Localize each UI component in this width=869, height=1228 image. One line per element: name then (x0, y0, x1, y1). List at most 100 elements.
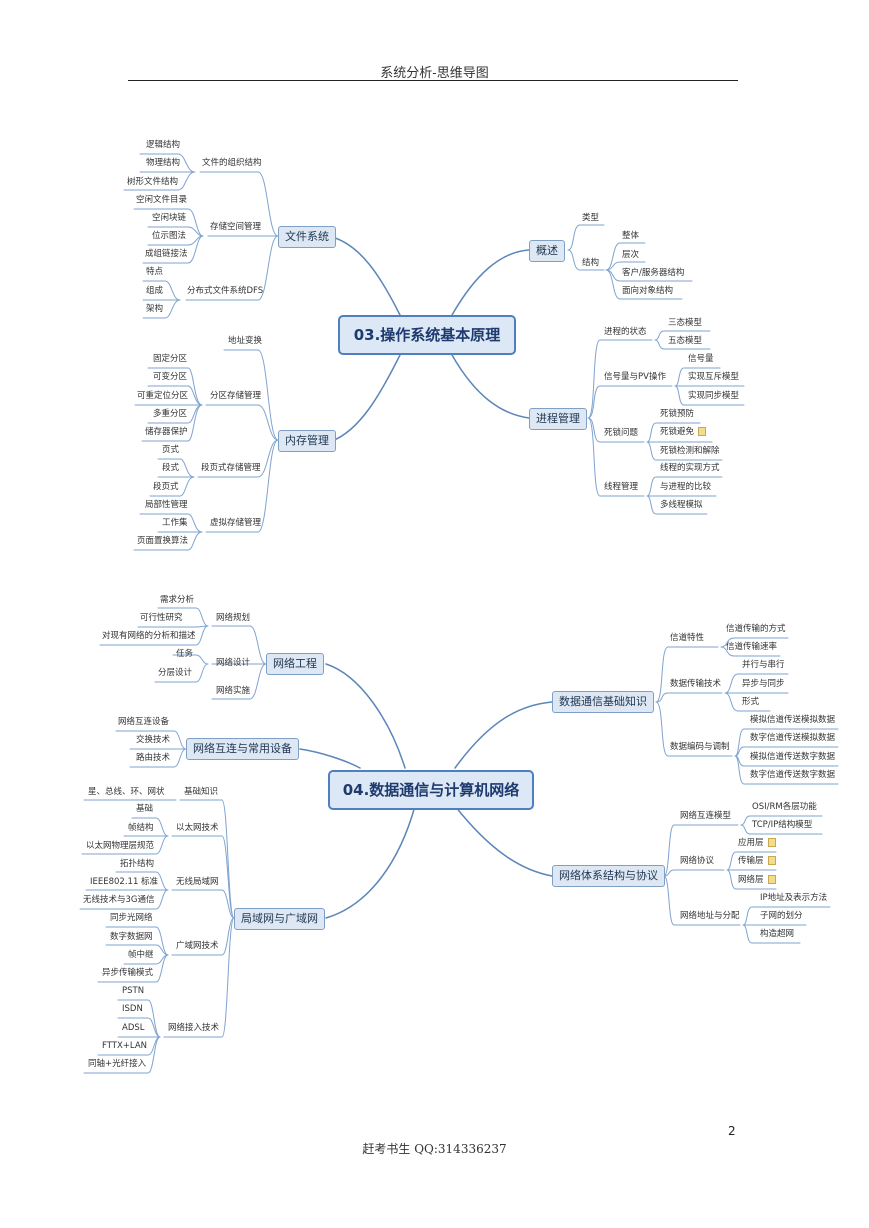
leaf: 可重定位分区 (137, 391, 189, 401)
leaf-with-note: 传输层 (738, 855, 776, 867)
leaf: 多线程模拟 (660, 500, 703, 510)
leaf: 实现互斥模型 (688, 372, 740, 382)
leaf: ISDN (122, 1004, 143, 1014)
leaf: 交换技术 (136, 735, 171, 745)
leaf: 星、总线、环、网状 (88, 787, 165, 797)
deadlock-label: 死锁问题 (604, 428, 639, 438)
space-mgmt-label: 存储空间管理 (210, 222, 262, 232)
leaf: 成组链接法 (145, 249, 188, 259)
ethernet-label: 以太网技术 (176, 823, 219, 833)
central-topic-os: 03.操作系统基本原理 (338, 315, 516, 355)
page-header-title: 系统分析-思维导图 (380, 66, 489, 81)
leaf: 三态模型 (668, 318, 703, 328)
leaf: 数字数据网 (110, 932, 153, 942)
leaf: 异步与同步 (742, 679, 785, 689)
trans-label: 数据传输技术 (670, 679, 722, 689)
design-label: 网络设计 (216, 658, 251, 668)
leaf: 并行与串行 (742, 660, 785, 670)
leaf: 实现同步模型 (688, 391, 740, 401)
leaf: 异步传输模式 (102, 968, 154, 978)
leaf: 基础 (136, 804, 154, 814)
leaf: 分层设计 (158, 668, 193, 678)
leaf-text: 网络层 (738, 875, 764, 885)
leaf: 组成 (146, 286, 164, 296)
leaf: 位示图法 (152, 231, 187, 241)
note-icon (767, 875, 776, 884)
branch-file-system: 文件系统 (278, 226, 336, 248)
model-label: 网络互连模型 (680, 811, 732, 821)
leaf: 面向对象结构 (622, 286, 674, 296)
leaf: TCP/IP结构模型 (752, 820, 813, 830)
coding-label: 数据编码与调制 (670, 742, 730, 752)
leaf: 同步光网络 (110, 913, 153, 923)
leaf: 任务 (176, 649, 194, 659)
branch-net-arch: 网络体系结构与协议 (552, 865, 665, 887)
leaf: 多重分区 (153, 409, 188, 419)
leaf: 以太网物理层规范 (86, 841, 155, 851)
note-icon (698, 427, 707, 436)
segpage-label: 段页式存储管理 (201, 463, 261, 473)
leaf: 段页式 (153, 482, 179, 492)
leaf: 空闲块链 (152, 213, 187, 223)
access-label: 网络接入技术 (168, 1023, 220, 1033)
branch-lan-wan: 局域网与广域网 (234, 908, 325, 930)
leaf: 死锁预防 (660, 409, 695, 419)
leaf: 信号量 (688, 354, 714, 364)
leaf: 可变分区 (153, 372, 188, 382)
leaf: PSTN (122, 986, 145, 996)
dfs-label: 分布式文件系统DFS (187, 286, 264, 296)
struct-label: 结构 (582, 258, 600, 268)
branch-data-comm: 数据通信基础知识 (552, 691, 654, 713)
type-label: 类型 (582, 213, 600, 223)
leaf: 帧结构 (128, 823, 154, 833)
file-org-label: 文件的组织结构 (202, 158, 262, 168)
leaf: 同轴+光纤接入 (88, 1059, 147, 1069)
proto-label: 网络协议 (680, 856, 715, 866)
basic-label: 基础知识 (184, 787, 219, 797)
leaf: 页面置换算法 (137, 536, 189, 546)
pv-label: 信号量与PV操作 (604, 372, 666, 382)
page-number: 2 (728, 1124, 736, 1138)
leaf: 形式 (742, 697, 760, 707)
leaf: 信道传输的方式 (726, 624, 786, 634)
leaf: 客户/服务器结构 (622, 268, 685, 278)
leaf: 五态模型 (668, 336, 703, 346)
leaf: 局部性管理 (145, 500, 188, 510)
leaf: IP地址及表示方法 (760, 893, 828, 903)
page-footer: 赶考书生 QQ:314336237 (362, 1142, 507, 1156)
partition-label: 分区存储管理 (210, 391, 262, 401)
leaf: 层次 (622, 250, 640, 260)
leaf: 物理结构 (146, 158, 181, 168)
leaf: 对现有网络的分析和描述 (102, 631, 196, 641)
leaf: 数字信道传送数字数据 (750, 770, 836, 780)
leaf-text: 传输层 (738, 856, 764, 866)
leaf: FTTX+LAN (102, 1041, 148, 1051)
leaf: 树形文件结构 (127, 177, 179, 187)
leaf: IEEE802.11 标准 (90, 877, 159, 887)
leaf: 信道传输速率 (726, 642, 778, 652)
leaf: 特点 (146, 267, 164, 277)
leaf: 整体 (622, 231, 640, 241)
leaf: 架构 (146, 304, 164, 314)
wlan-label: 无线局域网 (176, 877, 219, 887)
wan-label: 广域网技术 (176, 941, 219, 951)
leaf: 线程的实现方式 (660, 463, 720, 473)
leaf: 网络互连设备 (118, 717, 170, 727)
leaf: 空闲文件目录 (136, 195, 188, 205)
leaf: OSI/RM各层功能 (752, 802, 817, 812)
branch-overview: 概述 (529, 240, 565, 262)
leaf-text: 应用层 (738, 838, 764, 848)
branch-memory: 内存管理 (278, 430, 336, 452)
note-icon (767, 838, 776, 847)
leaf: 可行性研究 (140, 613, 183, 623)
state-label: 进程的状态 (604, 327, 647, 337)
leaf: 工作集 (162, 518, 188, 528)
plan-label: 网络规划 (216, 613, 251, 623)
header-rule (128, 80, 738, 81)
leaf: 拓扑结构 (120, 859, 155, 869)
central-topic-network: 04.数据通信与计算机网络 (328, 770, 534, 810)
leaf: 固定分区 (153, 354, 188, 364)
branch-process: 进程管理 (529, 408, 587, 430)
thread-label: 线程管理 (604, 482, 639, 492)
